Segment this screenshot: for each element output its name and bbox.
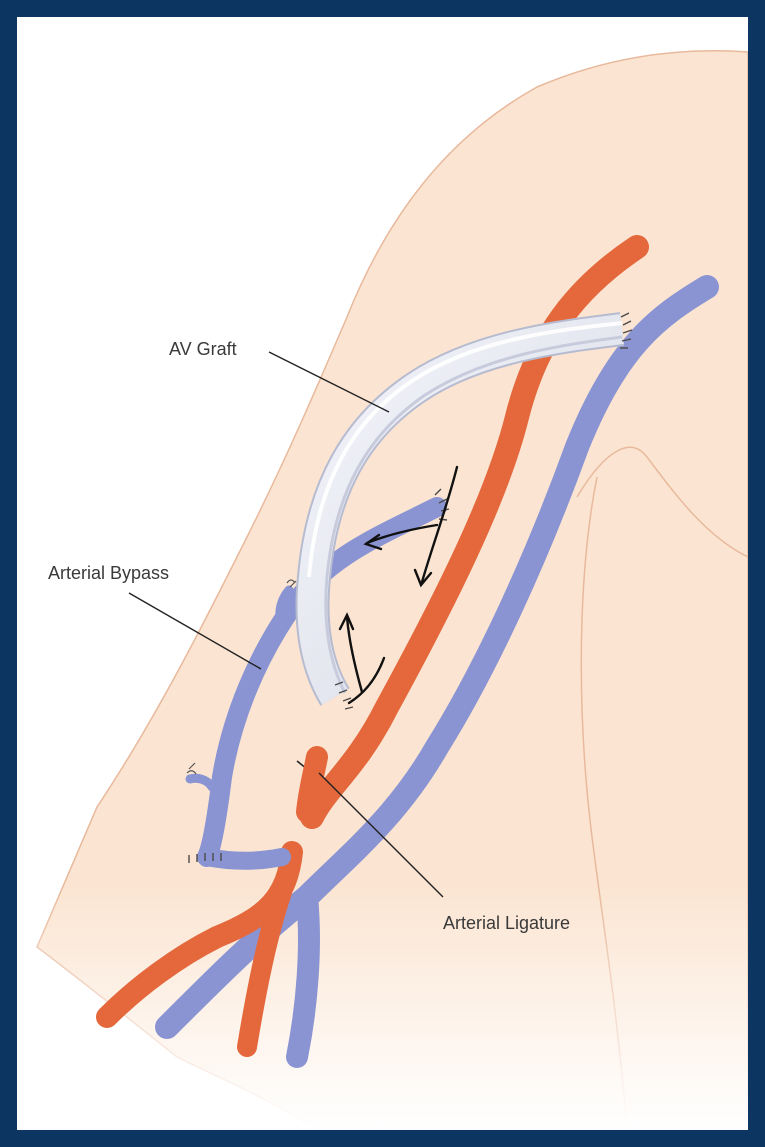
arterial-bypass-join [207, 857, 282, 861]
basilic-vein-branch [297, 897, 309, 1057]
label-arterial-bypass: Arterial Bypass [48, 563, 169, 583]
artery-ligated-stump-upper [307, 757, 317, 812]
label-av-graft: AV Graft [169, 339, 237, 359]
arm-vascular-diagram: AV Graft Arterial Bypass Arterial Ligatu… [17, 17, 748, 1130]
label-arterial-ligature: Arterial Ligature [443, 913, 570, 933]
illustration-panel: AV Graft Arterial Bypass Arterial Ligatu… [17, 17, 748, 1130]
